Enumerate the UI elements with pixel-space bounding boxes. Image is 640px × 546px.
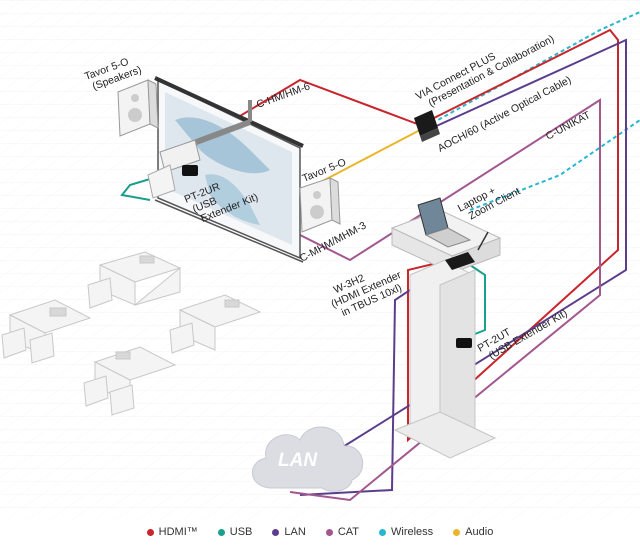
legend-dot-audio [453, 528, 461, 536]
legend-item-audio: Audio [453, 523, 493, 541]
legend-item-hdmi: HDMI™ [146, 523, 198, 541]
w3h2-device [445, 252, 475, 270]
legend-dot-hdmi [146, 528, 154, 536]
speaker-left [117, 79, 159, 137]
legend: HDMI™ USB LAN CAT Wireless Audio [0, 523, 640, 541]
lan-label: LAN [278, 450, 318, 471]
legend-dot-cat [325, 528, 333, 536]
legend-label-lan: LAN [284, 526, 306, 538]
legend-label-hdmi: HDMI™ [158, 526, 198, 538]
legend-label-usb: USB [229, 526, 253, 538]
hdmi-cable-projector [219, 78, 421, 129]
pt2ur-device [182, 165, 198, 176]
legend-item-wireless: Wireless [379, 523, 433, 541]
legend-label-cat: CAT [337, 526, 359, 538]
classroom-furniture [1, 251, 262, 416]
pt2ut-device [456, 338, 472, 348]
legend-dot-lan [272, 528, 280, 536]
legend-item-cat: CAT [325, 523, 359, 541]
legend-item-usb: USB [217, 523, 253, 541]
speaker-right [299, 177, 341, 233]
legend-dot-wireless [379, 528, 386, 536]
wireless-line-1 [419, 11, 640, 131]
lan-cable-1 [329, 38, 627, 456]
cat-cable-1 [199, 98, 601, 502]
legend-item-lan: LAN [272, 523, 306, 541]
projection-screen [154, 76, 304, 263]
wireless-line-2 [469, 119, 640, 211]
legend-dot-usb [217, 528, 225, 536]
projector [147, 100, 252, 199]
legend-label-wireless: Wireless [391, 526, 434, 538]
legend-label-audio: Audio [465, 526, 494, 538]
lectern [390, 197, 502, 459]
hdmi-cable-main [407, 28, 619, 443]
audio-cable [314, 129, 421, 186]
lan-cloud-icon: LAN [251, 426, 364, 492]
via-connect-device [414, 110, 440, 142]
